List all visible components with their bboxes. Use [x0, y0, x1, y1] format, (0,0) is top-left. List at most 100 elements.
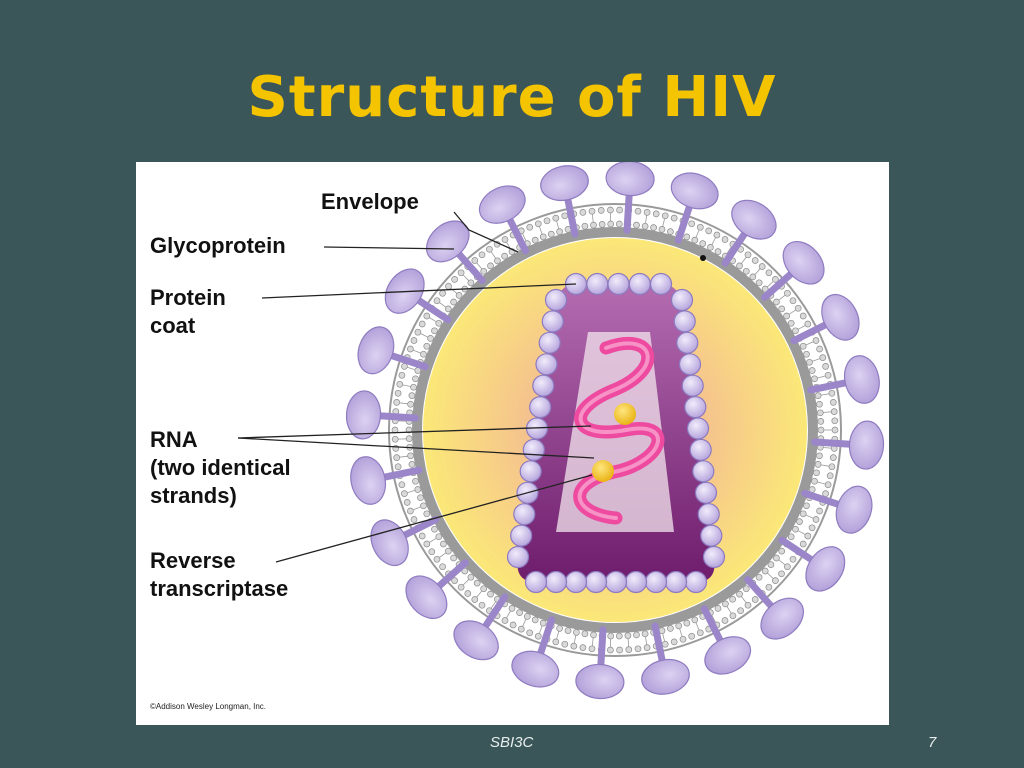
lipid-head-inner [803, 502, 810, 510]
lipid-head-inner [811, 477, 818, 485]
glycoprotein-stalk [778, 536, 816, 564]
protein-coat-leader [261, 283, 577, 299]
lipid-head-outer [451, 577, 458, 584]
lipid-tail [812, 358, 821, 362]
lipid-tail [413, 349, 421, 354]
lipid-tail [741, 596, 747, 604]
capsid-protein-bead [535, 353, 558, 376]
glycoprotein-knob [821, 293, 860, 341]
lipid-head-outer [772, 577, 779, 584]
lipid-head-inner [707, 244, 714, 251]
glycoprotein-stalk [564, 195, 579, 238]
leader-lines [237, 211, 595, 563]
lipid-head-outer [829, 399, 837, 406]
lipid-tail [823, 447, 832, 449]
reverse-transcriptase-leader [275, 474, 593, 563]
envelope-leader [453, 211, 519, 253]
lipid-head-outer [570, 642, 578, 650]
capsid-protein-bead [544, 288, 568, 312]
glycoprotein-knob [350, 456, 387, 505]
lipid-head-inner [531, 236, 539, 244]
lipid-head-outer [433, 555, 441, 563]
capsid-protein-bead [664, 570, 688, 594]
lipid-head-inner [773, 554, 780, 562]
lipid-head-inner [658, 226, 666, 233]
lipid-head-inner [675, 622, 683, 630]
lipid-head-outer [579, 644, 587, 651]
lipid-head-inner [691, 236, 699, 244]
lipid-head-outer [625, 646, 633, 653]
lipid-head-outer [652, 210, 660, 218]
rna-strand-2 [577, 341, 660, 520]
glycoprotein-stalk [597, 626, 607, 670]
capsid-protein-bead [544, 570, 568, 594]
lipid-head-inner [450, 554, 457, 562]
label-rna-line3: strands) [150, 483, 237, 508]
lipid-head-inner [816, 452, 823, 460]
lipid-head-inner [487, 590, 494, 598]
glycoprotein-stalk [400, 515, 440, 539]
lipid-head-inner [783, 312, 790, 320]
glycoprotein-spikes [345, 162, 885, 700]
lipid-head-inner [431, 327, 438, 335]
lipid-head-inner [461, 567, 469, 575]
glycoprotein-stalk [414, 296, 452, 324]
capsid-protein-bead [584, 570, 608, 594]
lipid-head-inner [423, 342, 431, 350]
glycoprotein-stalk [380, 466, 423, 481]
lipid-head-inner [539, 233, 547, 241]
lipid-head-outer [391, 435, 399, 443]
capsid-protein-bead [519, 460, 542, 483]
lipid-head-outer [822, 490, 829, 497]
lipid-head-inner [581, 630, 589, 638]
lipid-head-inner [417, 494, 424, 502]
lipid-tail [399, 402, 408, 405]
lipid-head-inner [755, 279, 763, 287]
glycoprotein-stalk [721, 229, 749, 267]
glycoprotein-stalk [454, 249, 486, 284]
lipid-head-inner [816, 409, 824, 417]
capsid-protein-bead [676, 331, 699, 354]
capsid-protein-bead [692, 460, 715, 483]
lipid-head-outer [634, 207, 642, 215]
lipid-head-outer [705, 227, 713, 235]
lipid-head-inner [516, 609, 523, 616]
lipid-head-inner [792, 327, 799, 335]
lipid-tail [645, 636, 648, 645]
lipid-head-outer [670, 638, 678, 646]
lipid-head-outer [526, 223, 534, 231]
lipid-head-inner [641, 630, 649, 638]
lipid-tail [741, 256, 747, 264]
lipid-head-outer [607, 206, 614, 214]
lipid-head-inner [736, 590, 743, 598]
lipid-head-outer [410, 516, 418, 523]
capsid-protein-bead [678, 353, 702, 376]
lipid-head-outer [824, 371, 832, 379]
lipid-head-outer [423, 540, 431, 548]
lipid-head-outer [721, 236, 729, 243]
lipid-head-outer [713, 231, 721, 239]
lipid-tail [420, 333, 428, 338]
lipid-head-inner [556, 228, 563, 235]
lipid-tail [439, 552, 447, 558]
lipid-tail [462, 274, 470, 281]
lipid-head-inner [683, 233, 691, 241]
glycoprotein-knob [370, 519, 409, 567]
capsid-protein-bead [697, 503, 720, 526]
lipid-head-inner [633, 631, 640, 639]
lipid-tail [711, 615, 716, 623]
lipid-head-outer [428, 548, 436, 556]
lipid-head-outer [552, 214, 560, 222]
capsid-protein-bead [524, 570, 548, 594]
lipid-tail [767, 281, 774, 288]
lipid-head-outer [696, 629, 704, 637]
glycoprotein-knob [540, 165, 589, 202]
lipid-head-outer [744, 251, 752, 259]
lipid-head-inner [736, 262, 743, 270]
lipid-head-outer [464, 590, 472, 597]
lipid-head-outer [398, 371, 406, 379]
capsid-protein-bead [510, 524, 533, 547]
lipid-head-outer [401, 490, 408, 497]
lipid-head-outer [439, 289, 446, 297]
lipid-head-inner [742, 585, 750, 593]
